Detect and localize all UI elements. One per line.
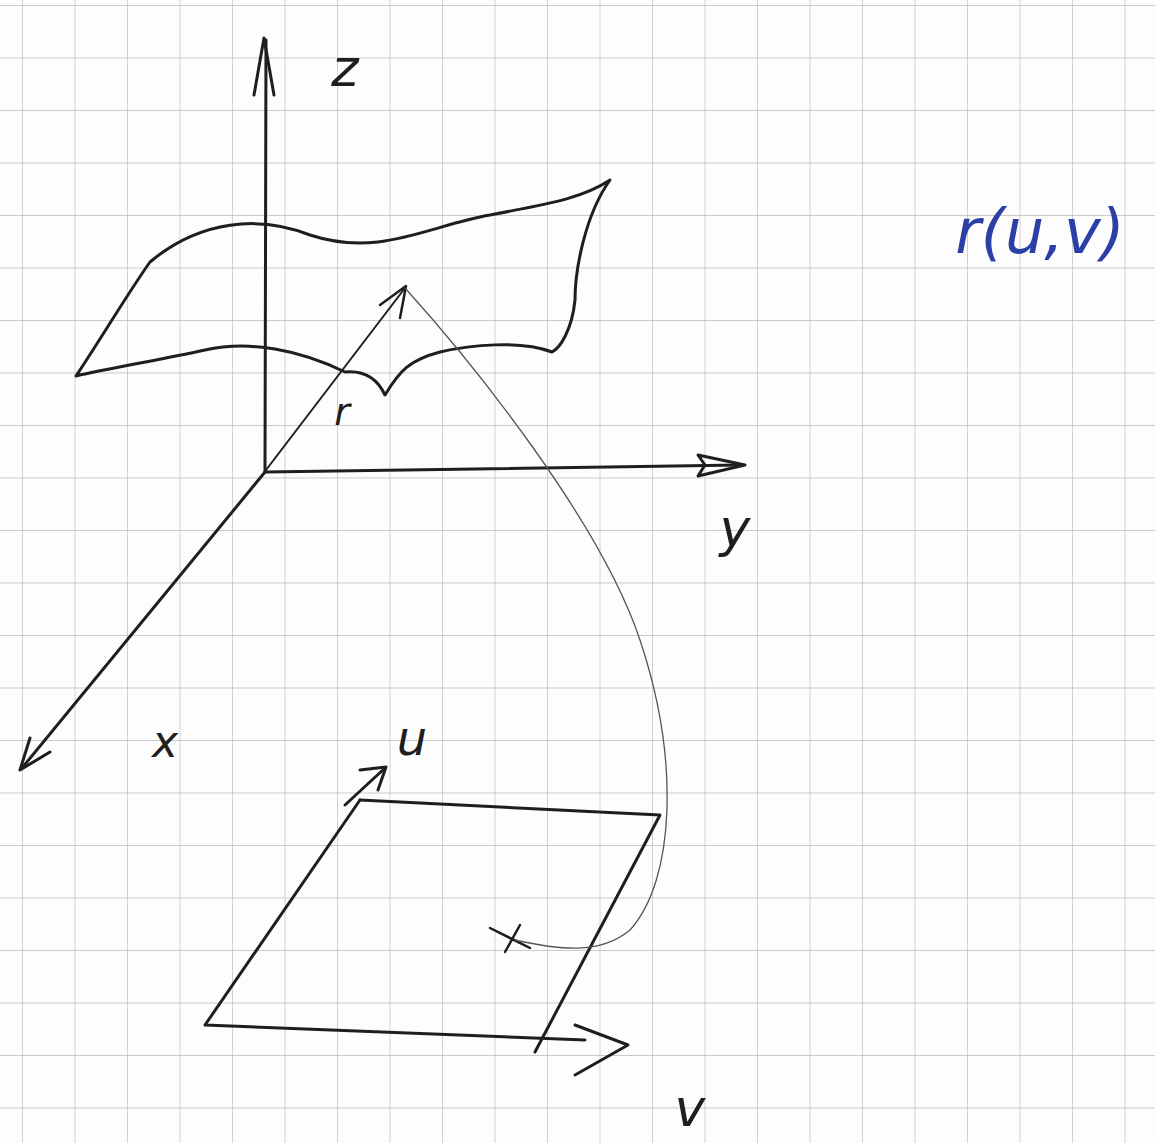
surface-patch xyxy=(76,180,610,395)
axis-label: z xyxy=(331,42,358,94)
u-axis-arrow xyxy=(345,768,385,805)
axis-label: u xyxy=(397,714,427,762)
v-arrowhead xyxy=(575,1025,628,1075)
axis-label: r xyxy=(334,393,350,431)
domain-edge xyxy=(360,800,660,1052)
z-arrowhead xyxy=(254,38,274,95)
surface-formula: r(u,v) xyxy=(955,201,1125,263)
axis-label: y xyxy=(720,502,751,554)
axis-label: x xyxy=(152,720,178,764)
u-arrowhead xyxy=(360,767,386,790)
z-axis xyxy=(265,40,266,472)
axis-label: v xyxy=(675,1082,706,1134)
y-arrowhead xyxy=(698,455,745,476)
domain-edge xyxy=(205,800,585,1040)
x-arrowhead xyxy=(20,738,50,770)
vector-arrowhead xyxy=(380,286,406,318)
point-mark xyxy=(490,925,530,952)
position-vector xyxy=(266,288,405,470)
x-axis xyxy=(22,472,265,768)
y-axis xyxy=(265,465,740,472)
mapping-curve xyxy=(405,288,667,948)
